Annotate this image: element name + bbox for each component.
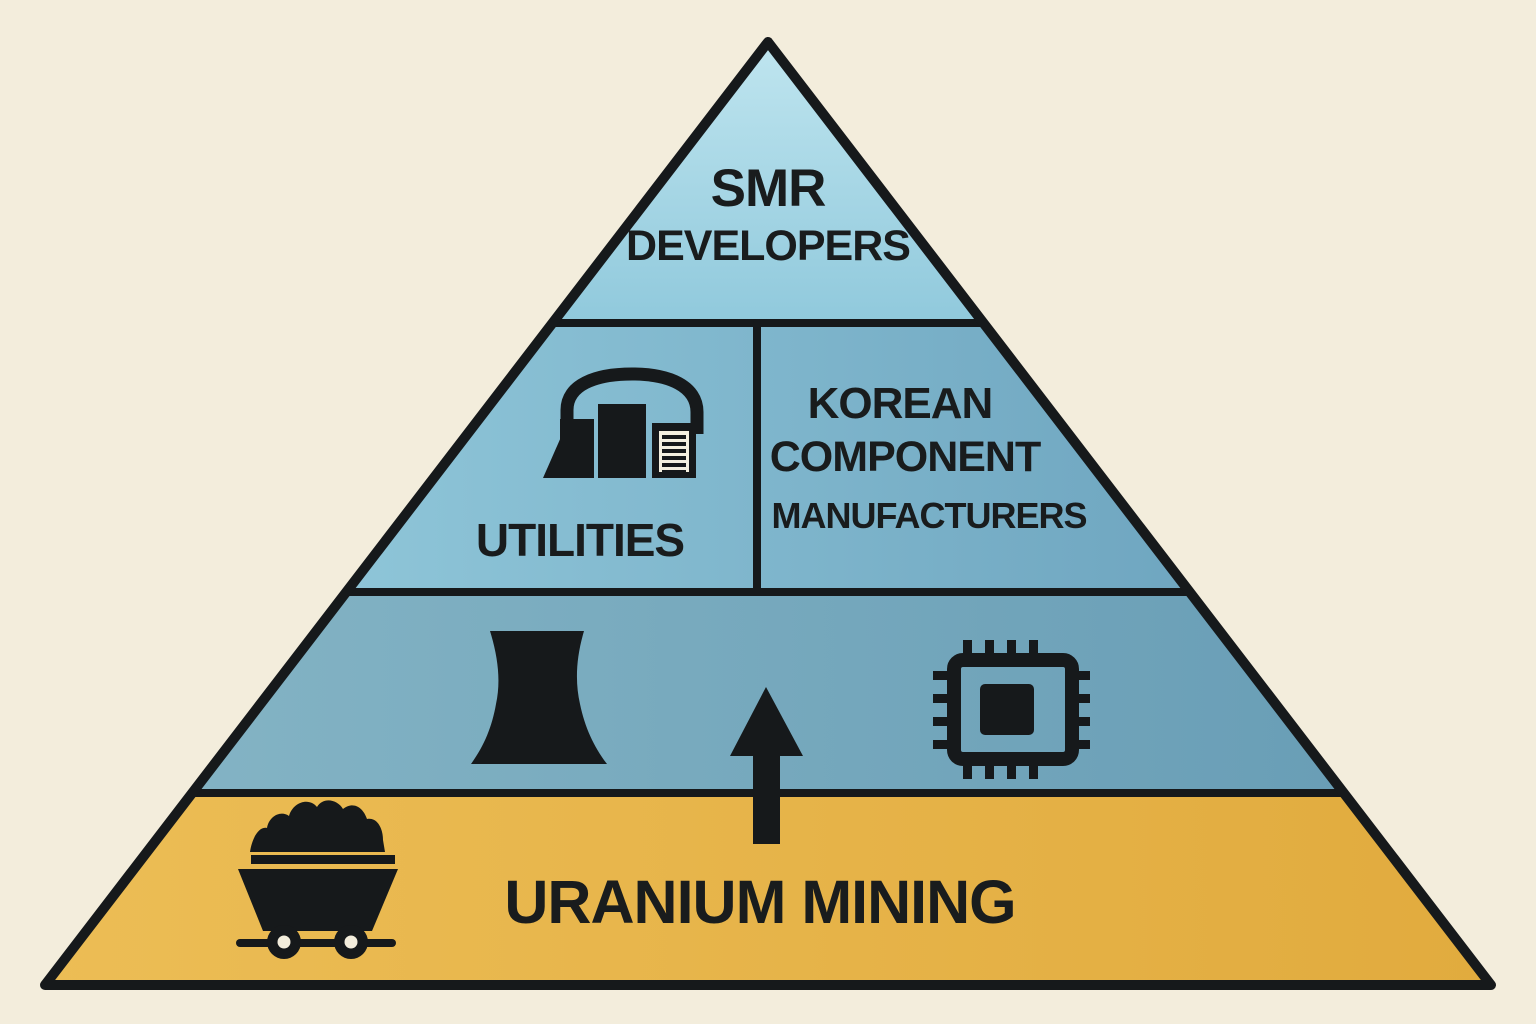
- mine-cart-icon: [236, 800, 398, 959]
- power-plant-icon: [543, 367, 704, 478]
- label-component: COMPONENT: [770, 433, 1041, 481]
- label-uranium-mining: URANIUM MINING: [504, 868, 1015, 936]
- chip-icon: [933, 640, 1090, 779]
- up-arrow-icon: [730, 687, 803, 844]
- cooling-tower-icon: [471, 631, 607, 764]
- label-smr: SMR: [711, 159, 827, 218]
- label-korean: KOREAN: [808, 379, 993, 428]
- label-utilities: UTILITIES: [476, 514, 684, 566]
- label-manufacturers: MANUFACTURERS: [772, 495, 1087, 536]
- pyramid-outline: [40, 37, 1496, 990]
- label-developers: DEVELOPERS: [626, 222, 910, 270]
